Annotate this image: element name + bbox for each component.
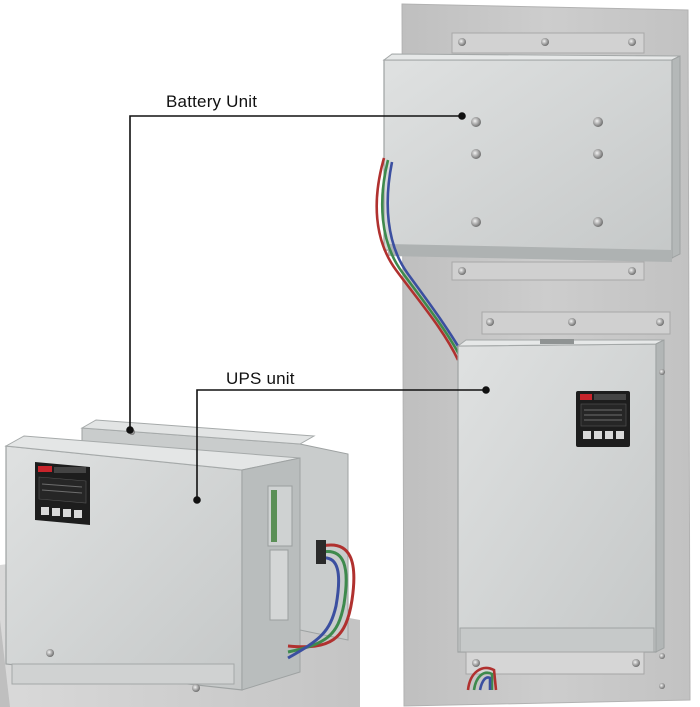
cable-bundle-icon bbox=[466, 666, 498, 691]
mounting-bolt-icon bbox=[628, 267, 636, 275]
mounting-bolt-icon bbox=[628, 38, 636, 46]
control-panel-icon bbox=[35, 462, 90, 525]
mounting-bolt-icon bbox=[486, 318, 494, 326]
middle-bracket bbox=[451, 261, 671, 335]
ups-unit-floor bbox=[4, 435, 301, 692]
mounting-bolt-icon bbox=[656, 318, 664, 326]
ups-unit-wall bbox=[456, 339, 665, 689]
mounting-bolt-icon bbox=[471, 217, 481, 227]
mounting-bolt-icon bbox=[659, 369, 665, 375]
mounting-bolt-icon bbox=[632, 659, 640, 667]
cable-bundle-icon bbox=[287, 540, 356, 660]
battery-unit-label: Battery Unit bbox=[166, 92, 258, 111]
mounting-bolt-icon bbox=[541, 38, 549, 46]
mounting-bolt-icon bbox=[568, 318, 576, 326]
mounting-bolt-icon bbox=[471, 149, 481, 159]
mounting-bolt-icon bbox=[472, 659, 480, 667]
mounting-bolt-icon bbox=[46, 649, 54, 657]
mounting-bolt-icon bbox=[471, 117, 481, 127]
mounting-bolt-icon bbox=[593, 149, 603, 159]
battery-top-bracket bbox=[451, 32, 645, 54]
ups-unit-callout-line bbox=[193, 386, 490, 504]
battery-unit-callout-line bbox=[126, 112, 466, 434]
mounting-bolt-icon bbox=[192, 684, 200, 692]
mounting-bolt-icon bbox=[593, 117, 603, 127]
mounting-bolt-icon bbox=[458, 38, 466, 46]
mounting-bolt-icon bbox=[458, 267, 466, 275]
mounting-bolt-icon bbox=[659, 683, 665, 689]
ups-unit-label: UPS unit bbox=[226, 369, 295, 388]
battery-unit-wall bbox=[382, 53, 681, 262]
mounting-bolt-icon bbox=[659, 653, 665, 659]
cable-bundle-icon bbox=[375, 157, 468, 361]
mounting-bolt-icon bbox=[593, 217, 603, 227]
control-panel-icon bbox=[576, 391, 630, 447]
